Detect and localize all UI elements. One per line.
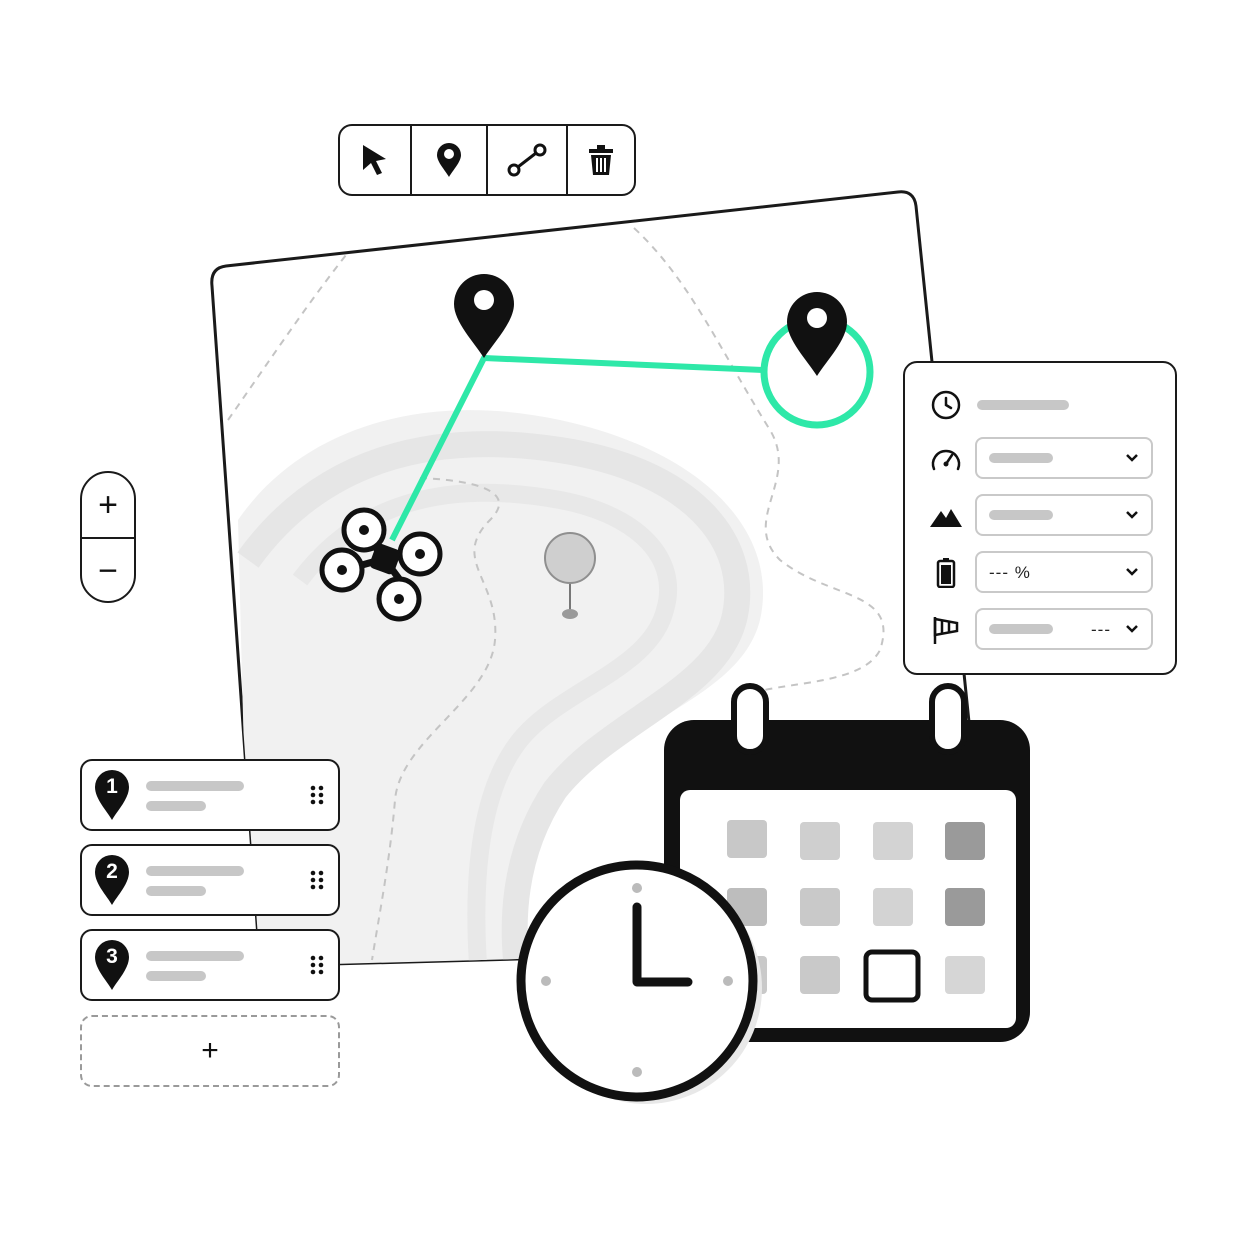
waypoint-number: 1 [106,775,118,798]
trash-icon [589,145,613,175]
drag-handle-icon[interactable] [310,870,324,890]
map-pin-icon [437,143,461,177]
waypoint-title-placeholder [146,866,244,876]
cursor-arrow-icon [363,145,386,175]
chevron-down-icon [1126,454,1138,462]
mountain-altitude-icon [930,509,962,527]
select-tool-button[interactable] [340,126,412,194]
map-pin-icon[interactable] [787,292,847,376]
waypoint-number: 3 [106,945,118,968]
wind-value-placeholder [989,624,1053,634]
zoom-control: + − [80,471,136,603]
waypoint-list-item[interactable]: 3 [80,929,340,1001]
terrain-region [238,410,764,966]
wind-value: --- [1091,620,1111,639]
path-line-icon [507,143,547,177]
draw-path-tool-button[interactable] [488,126,568,194]
waypoint-subtitle-placeholder [146,801,206,811]
drag-handle-icon[interactable] [310,955,324,975]
calendar-selected-day [863,949,921,1003]
settings-row-altitude [905,494,1175,538]
speed-value-placeholder [989,453,1053,463]
battery-icon [936,558,956,588]
settings-row-wind: --- [905,608,1175,652]
wind-select[interactable]: --- [975,608,1153,650]
waypoint-subtitle-placeholder [146,971,206,981]
terrain-contour-outer [237,431,751,966]
battery-value: --- % [989,563,1031,582]
terrain-contour-inner [292,483,678,966]
waypoint-list-item[interactable]: 1 [80,759,340,831]
waypoint-number-pin-icon: 1 [94,769,130,821]
settings-row-battery: --- % [905,551,1175,595]
waypoint-subtitle-placeholder [146,886,206,896]
chevron-down-icon [1126,511,1138,519]
altitude-value-placeholder [989,510,1053,520]
waypoint-list-item[interactable]: 2 [80,844,340,916]
add-waypoint-button[interactable]: + [80,1015,340,1087]
map-pin-icon[interactable] [454,274,514,358]
trail-dashed [371,477,500,961]
map-toolbar [338,124,636,196]
speedometer-icon [931,449,961,471]
altitude-select[interactable] [975,494,1153,536]
waypoint-title-placeholder [146,951,244,961]
waypoint-title-placeholder [146,781,244,791]
chevron-down-icon [1126,625,1138,633]
settings-row-speed [905,437,1175,481]
waypoint-number-pin-icon: 2 [94,854,130,906]
zoom-out-button[interactable]: − [82,537,134,601]
tree-landmark-icon [544,532,596,619]
delete-tool-button[interactable] [568,126,634,194]
zoom-in-button[interactable]: + [98,486,118,524]
waypoint-number: 2 [106,860,118,883]
flight-settings-panel: --- % --- [903,361,1177,675]
trail-dashed [227,249,351,421]
speed-select[interactable] [975,437,1153,479]
windsock-icon [933,617,959,644]
trail-dashed [633,227,885,701]
settings-row-time [905,383,1175,427]
drag-handle-icon[interactable] [310,785,324,805]
drone-icon[interactable] [319,507,443,622]
time-value-placeholder [977,400,1069,410]
clock-icon [931,390,961,420]
battery-select[interactable]: --- % [975,551,1153,593]
chevron-down-icon [1126,568,1138,576]
clock-icon [516,860,762,1104]
waypoint-number-pin-icon: 3 [94,939,130,991]
add-waypoint-tool-button[interactable] [412,126,488,194]
